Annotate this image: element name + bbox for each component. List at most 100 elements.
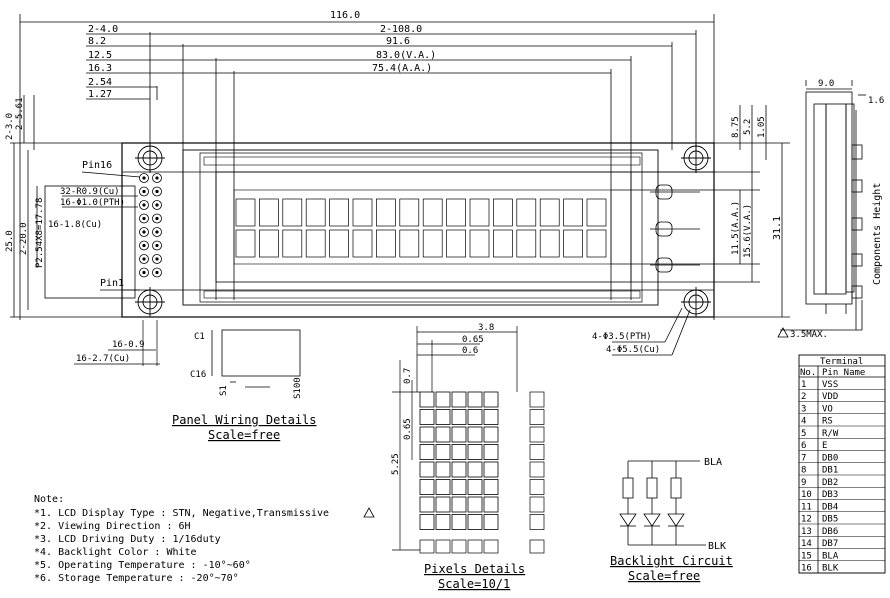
pixel-dot [483, 409, 499, 425]
pixel-dot [483, 496, 499, 513]
mounting-holes [135, 143, 711, 317]
notes-title: Note: [34, 494, 64, 505]
pixel-dot-adjacent [467, 539, 483, 554]
pixel-dot [467, 479, 483, 495]
character-cells [235, 198, 607, 258]
pin-pad [139, 240, 149, 251]
char-cell [516, 198, 537, 227]
note-line-4: *4. Backlight Color : White [34, 547, 197, 558]
pin-pad [152, 267, 162, 278]
terminal-pin-no: 1 [801, 380, 806, 390]
terminal-col-name: Pin Name [822, 368, 865, 378]
pin-leaders [62, 171, 141, 291]
bottom-pin-dims [74, 320, 160, 366]
pin-hole [155, 230, 159, 234]
panel-wiring [211, 329, 301, 388]
dim-25: 25.0 [5, 230, 15, 252]
dim-2-5-61: 2-5.61 [15, 97, 25, 130]
wiring-s100: S100 [293, 377, 303, 399]
pixel-dot-adjacent [529, 444, 545, 460]
pin-pad [139, 267, 149, 278]
char-cell [282, 198, 303, 227]
side-view [780, 80, 866, 331]
backlight-leads [650, 184, 700, 273]
pixel-dot-adjacent [529, 426, 545, 443]
module-outline [121, 142, 715, 318]
pin-pad [152, 227, 162, 237]
left-dimensions [10, 95, 136, 318]
terminal-pin-name: DB0 [822, 453, 838, 463]
pin-hole [142, 216, 146, 221]
pixel-h3: 5.25 [391, 453, 401, 475]
right-dimensions [611, 105, 790, 356]
dim-15-6-va: 15.6(V.A.) [743, 204, 753, 258]
pixel-width: 3.8 [478, 323, 494, 333]
char-cell [259, 198, 279, 227]
pin-pad [152, 240, 162, 251]
pixel-dot [435, 461, 451, 478]
pixel-dot [483, 391, 499, 408]
pixel-dot [419, 496, 435, 513]
pin-hole [155, 243, 159, 248]
pixel-dot [467, 409, 483, 425]
pin-hole [142, 243, 146, 248]
char-cell [352, 229, 373, 258]
terminal-title: Terminal [820, 357, 863, 367]
terminal-pin-no: 2 [801, 392, 806, 402]
terminal-pin-no: 5 [801, 429, 806, 439]
pin-pad [139, 227, 149, 237]
char-cell [329, 229, 349, 258]
pixel-dimensions [392, 326, 518, 551]
dim-2-108: 2-108.0 [380, 24, 422, 35]
terminal-pin-name: DB5 [822, 515, 838, 525]
pin-pad [139, 213, 149, 224]
pixel-dot [451, 461, 467, 478]
pin-hole [155, 270, 159, 275]
pixel-dot [451, 444, 467, 460]
dim-75-aa: 75.4(A.A.) [372, 63, 432, 74]
pin-hole [142, 257, 146, 261]
pixel-dot [451, 391, 467, 408]
char-cell [563, 229, 583, 258]
terminal-pin-no: 3 [801, 404, 806, 414]
pixel-dot [419, 461, 435, 478]
char-cell [305, 229, 326, 258]
pixel-dot-adjacent [529, 409, 545, 425]
pad-cu-label: 32-R0.9(Cu) [60, 187, 120, 197]
pin-pad [152, 186, 162, 197]
pin-pad [139, 200, 149, 210]
char-cell [446, 229, 466, 258]
pin-pad [139, 254, 149, 264]
wiring-c16: C16 [190, 370, 206, 380]
pin-hole [155, 176, 159, 180]
char-cell [516, 229, 537, 258]
char-cell [493, 198, 513, 227]
dim-91-6: 91.6 [386, 36, 410, 47]
pixel-dot [419, 391, 435, 408]
pixel-dot [419, 514, 435, 530]
pixel-dot [435, 409, 451, 425]
blk-label: BLK [708, 541, 726, 552]
pixel-dot-adjacent [529, 479, 545, 495]
char-cell [282, 229, 303, 258]
pixel-dot-adjacent [529, 391, 545, 408]
pin-pad [152, 213, 162, 224]
pixel-dot [435, 444, 451, 460]
pixel-dot [435, 496, 451, 513]
pin-hole [142, 176, 146, 180]
note-line-2: *2. Viewing Direction : 6H [34, 521, 191, 532]
pixel-dot [419, 479, 435, 495]
pin-width-label: 16-0.9 [112, 340, 145, 350]
terminal-pin-name: VSS [822, 380, 838, 390]
pin-pad [139, 186, 149, 197]
pixel-dot-adjacent [529, 496, 545, 513]
pin-hole [142, 270, 146, 275]
char-cell [399, 198, 420, 227]
char-cell [399, 229, 420, 258]
backlight-title: Backlight Circuit [610, 554, 733, 568]
pixel-dot-adjacent [435, 539, 451, 554]
cu-label: 16-1.8(Cu) [48, 220, 102, 230]
pixels-title: Pixels Details [424, 562, 525, 576]
top-dimensions [19, 14, 715, 320]
max-height: 3.5MAX. [790, 330, 828, 340]
